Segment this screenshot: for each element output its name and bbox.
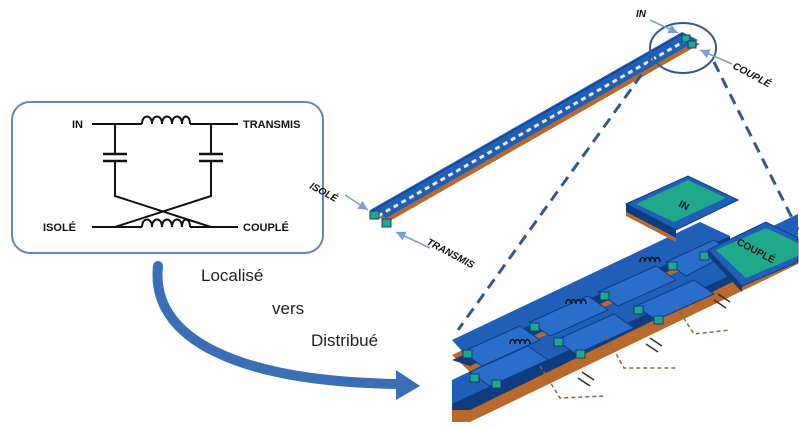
- zoomed-structure: [452, 175, 799, 422]
- schematic-label-in: IN: [72, 119, 83, 131]
- coupler-layout: [369, 32, 700, 228]
- schematic-box: [11, 101, 324, 254]
- port-pointers: [344, 19, 733, 249]
- schematic-label-couple: COUPLÉ: [243, 221, 289, 234]
- transition-text-distribue: Distribué: [311, 331, 379, 350]
- layout-label-in: IN: [636, 9, 647, 20]
- transition-text-localise: Localisé: [201, 266, 264, 285]
- inductor-bottom-icon: [141, 218, 191, 228]
- transition-arrowhead: [396, 370, 420, 400]
- layout-label-couple: COUPLÉ: [731, 59, 774, 90]
- schematic-circuit: [92, 123, 238, 228]
- schematic-label-transmis: TRANSMIS: [243, 119, 300, 131]
- zoom-circle-icon: [649, 22, 717, 74]
- transition-arrow-icon: [152, 261, 405, 389]
- layout-label-transmis: TRANSMIS: [425, 237, 477, 271]
- inductor-top-icon: [141, 115, 191, 125]
- transition-text-vers: vers: [272, 299, 305, 318]
- zoom-pad-in: IN: [677, 199, 691, 213]
- zoom-dashed-lines: [456, 59, 799, 331]
- schematic-label-isole: ISOLÉ: [43, 221, 76, 234]
